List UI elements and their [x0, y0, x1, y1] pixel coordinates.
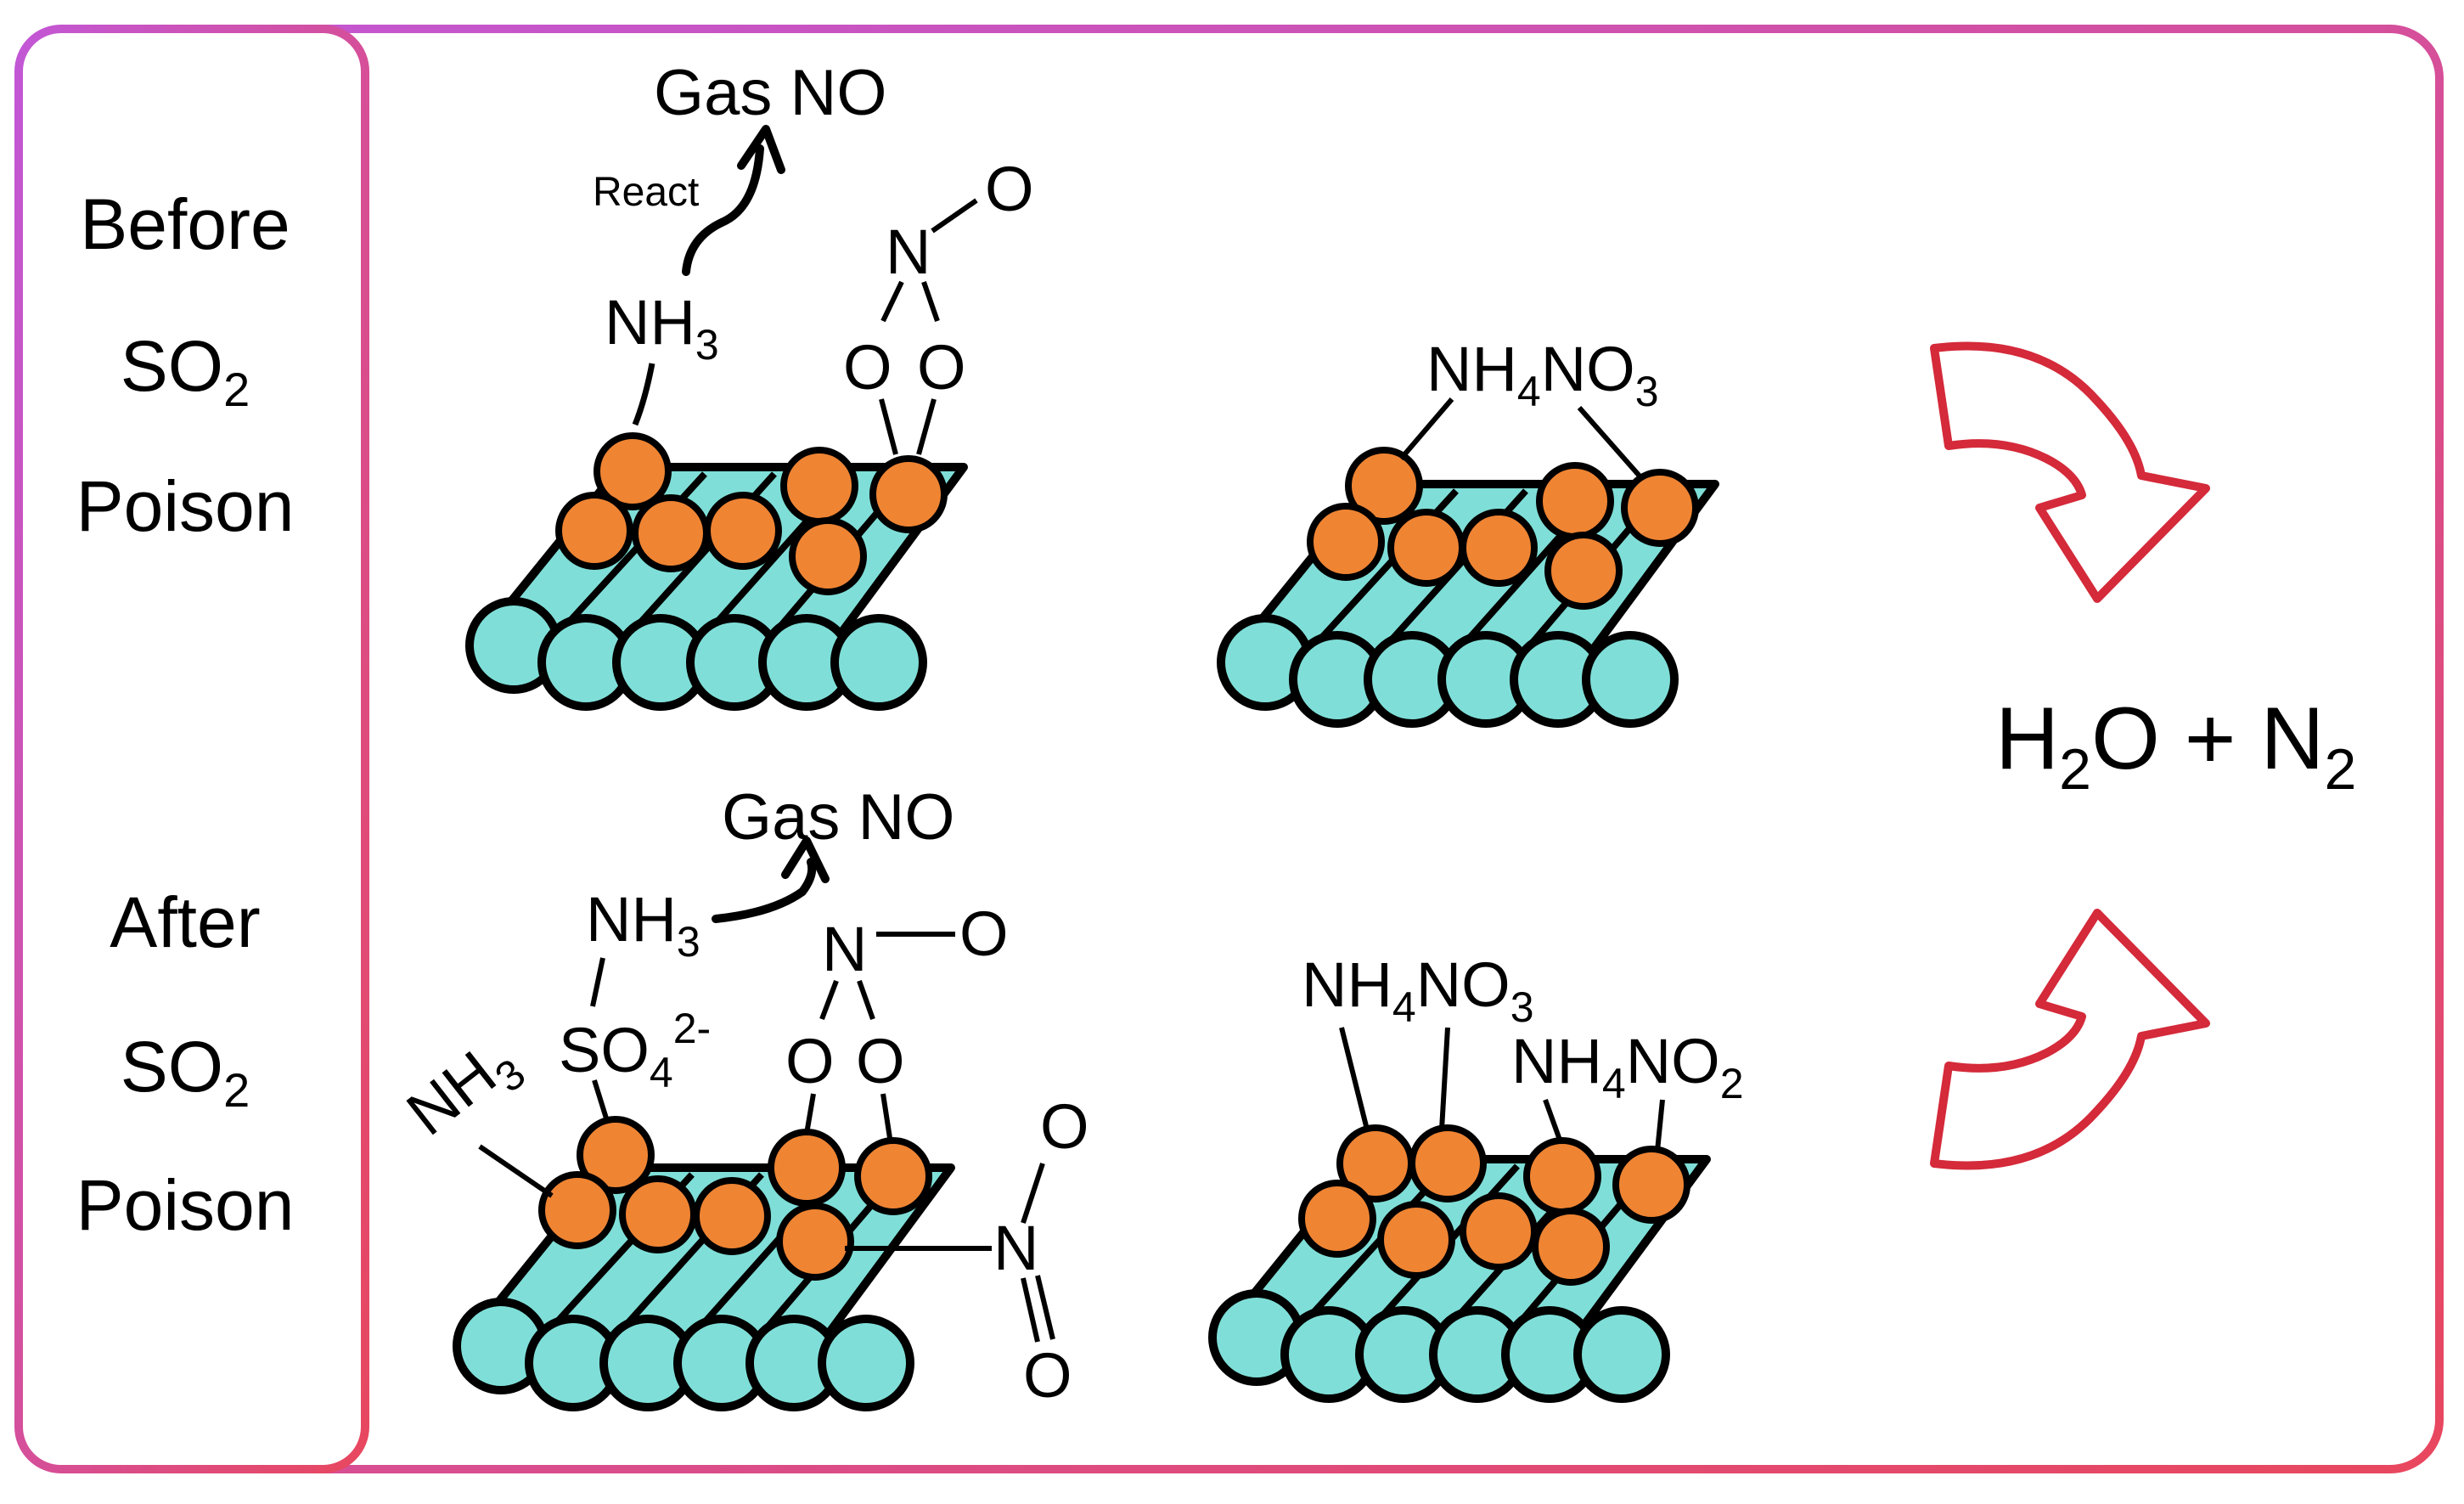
atom [555, 492, 633, 570]
so4-bond-line [592, 1079, 610, 1122]
nitro-group-bottom: N O O [845, 1091, 1089, 1411]
label-after-so2: SO2 [121, 1027, 250, 1117]
nh4no2-bond-line [1543, 1098, 1563, 1144]
n-atom-label: N [822, 914, 867, 984]
tilted-nh3-bond-line [478, 1144, 554, 1198]
atom [1377, 1201, 1455, 1279]
nh4no3-bond-line [1577, 406, 1645, 482]
label-before-so2: SO2 [121, 326, 250, 416]
atom [593, 432, 672, 510]
atom [619, 1175, 697, 1253]
nh4no3-bond-line [1339, 1027, 1370, 1130]
o-atom-label: O [856, 1026, 905, 1096]
atom [693, 1177, 771, 1255]
bidentate-nitrate-top: N O O O [843, 154, 1034, 455]
o-atom-label: O [843, 332, 892, 403]
o-atom-label: O [959, 898, 1009, 969]
atom [869, 455, 948, 533]
atom [768, 1129, 846, 1207]
react-arrowhead [737, 125, 785, 174]
o-atom-label: O [785, 1026, 835, 1096]
label-before-poison: Poison [76, 466, 295, 546]
atom [538, 1171, 616, 1249]
atom [632, 494, 710, 572]
label-after: After [110, 882, 260, 962]
atom [1523, 1137, 1601, 1215]
atoms-top-right [1307, 447, 1699, 610]
atoms-bottom-right [1298, 1124, 1690, 1286]
atom [1387, 509, 1465, 587]
atom [854, 1137, 932, 1215]
atom [704, 492, 782, 570]
n-atom-label: N [993, 1213, 1038, 1283]
curved-arrow-bottom [1930, 909, 2210, 1170]
nh3-to-gas-arrow [712, 858, 817, 923]
bottom-nh4no3-label: NH4NO3 [1302, 949, 1534, 1031]
react-arrow [682, 144, 764, 276]
so4-label: SO42- [559, 1005, 711, 1096]
atom [1460, 1192, 1538, 1270]
atom [776, 1203, 854, 1281]
atom [1612, 1146, 1690, 1224]
atom [789, 517, 867, 595]
nh3-bond-line [632, 363, 655, 426]
nh4no3-bond-line [1439, 1027, 1450, 1130]
curved-arrow-top [1930, 341, 2210, 603]
nh4no2-bond-line [1655, 1099, 1665, 1152]
atom [1532, 1208, 1610, 1286]
atom [1621, 469, 1699, 547]
atoms-top-left [555, 432, 948, 595]
o-atom-label: O [917, 332, 966, 403]
bidentate-nitrate-bottom: N O O O [785, 898, 1009, 1139]
atom [577, 1116, 655, 1194]
product-label: H2O + N2 [1995, 690, 2356, 802]
nh3-so4-bond-line [590, 957, 605, 1007]
top-nh4no3-label: NH4NO3 [1426, 334, 1659, 415]
n-atom-label: N [886, 217, 931, 287]
top-nh3-label: NH3 [605, 287, 719, 369]
top-gas-no: Gas NO [654, 57, 887, 129]
react-label: React [593, 170, 699, 215]
atom [1307, 503, 1385, 581]
atom [1460, 509, 1538, 587]
atom [1345, 447, 1423, 525]
o-atom-label: O [1040, 1091, 1089, 1162]
atom [1544, 532, 1623, 610]
nh3-to-gas-arrowhead [781, 836, 830, 883]
nh4no3-bond-line [1398, 397, 1454, 460]
atom [1536, 462, 1614, 540]
atom [1298, 1180, 1376, 1258]
label-after-poison: Poison [76, 1165, 295, 1245]
tilted-nh3-label: NH3 [394, 1022, 534, 1158]
label-before: Before [80, 184, 290, 264]
atom [1409, 1124, 1487, 1203]
o-atom-label: O [985, 154, 1034, 224]
o-atom-label: O [1023, 1340, 1072, 1411]
bottom-gas-no: Gas NO [722, 781, 955, 853]
bottom-nh4no2-label: NH4NO2 [1511, 1026, 1744, 1107]
atom [780, 447, 858, 525]
bottom-nh3-label: NH3 [586, 884, 700, 966]
